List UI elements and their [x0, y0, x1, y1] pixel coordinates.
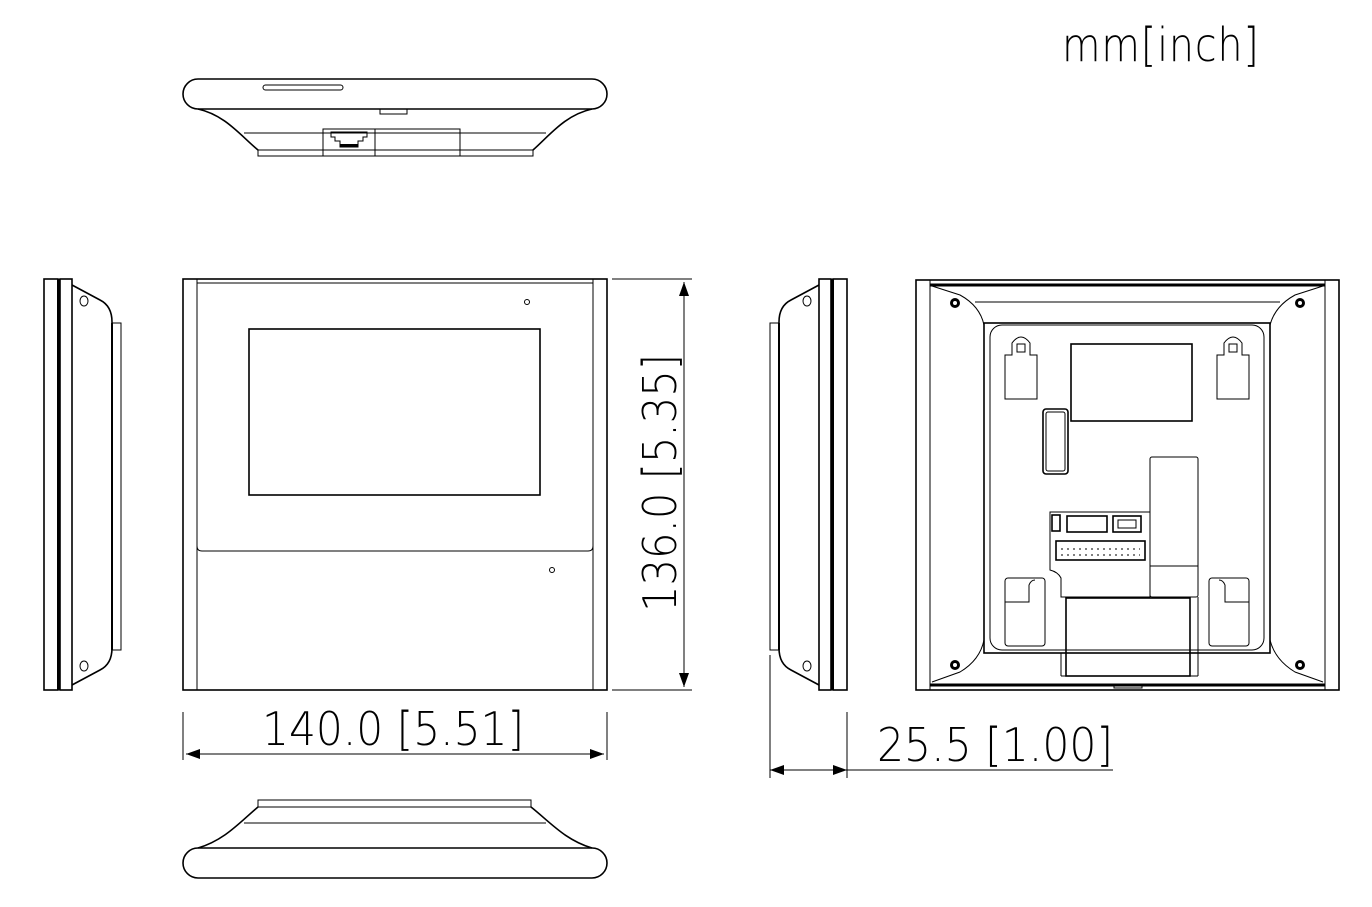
units-label: mm[inch] — [1062, 18, 1260, 72]
top-view — [182, 78, 608, 157]
width-dimension-label: 140.0 [5.51] — [262, 702, 524, 756]
indicator-icon — [549, 567, 555, 573]
depth-dimension: 25.5 [1.00] — [769, 655, 1113, 778]
label-area — [1070, 343, 1193, 422]
bottom-mount-slot — [1004, 577, 1046, 647]
rear-view — [915, 279, 1340, 691]
screen — [248, 328, 541, 496]
connector-panel — [1049, 511, 1151, 598]
screw-icon — [1295, 660, 1305, 670]
right-side-view — [769, 278, 848, 691]
width-dimension: 140.0 [5.51] — [182, 702, 608, 760]
bottom-view — [182, 799, 608, 879]
depth-dimension-label: 25.5 [1.00] — [877, 718, 1113, 772]
height-dimension-label: 136.0 [5.35] — [633, 354, 687, 612]
screw-icon — [950, 660, 960, 670]
keyhole-slot — [1004, 336, 1038, 400]
left-side-view — [43, 278, 122, 691]
front-view — [182, 278, 608, 691]
terminal-cover — [1065, 597, 1191, 677]
bottom-mount-slot — [1208, 577, 1250, 647]
sensor-icon — [524, 299, 530, 305]
screw-icon — [950, 298, 960, 308]
screw-icon — [1295, 298, 1305, 308]
height-dimension: 136.0 [5.35] — [612, 278, 692, 691]
keyhole-slot — [1216, 336, 1250, 400]
